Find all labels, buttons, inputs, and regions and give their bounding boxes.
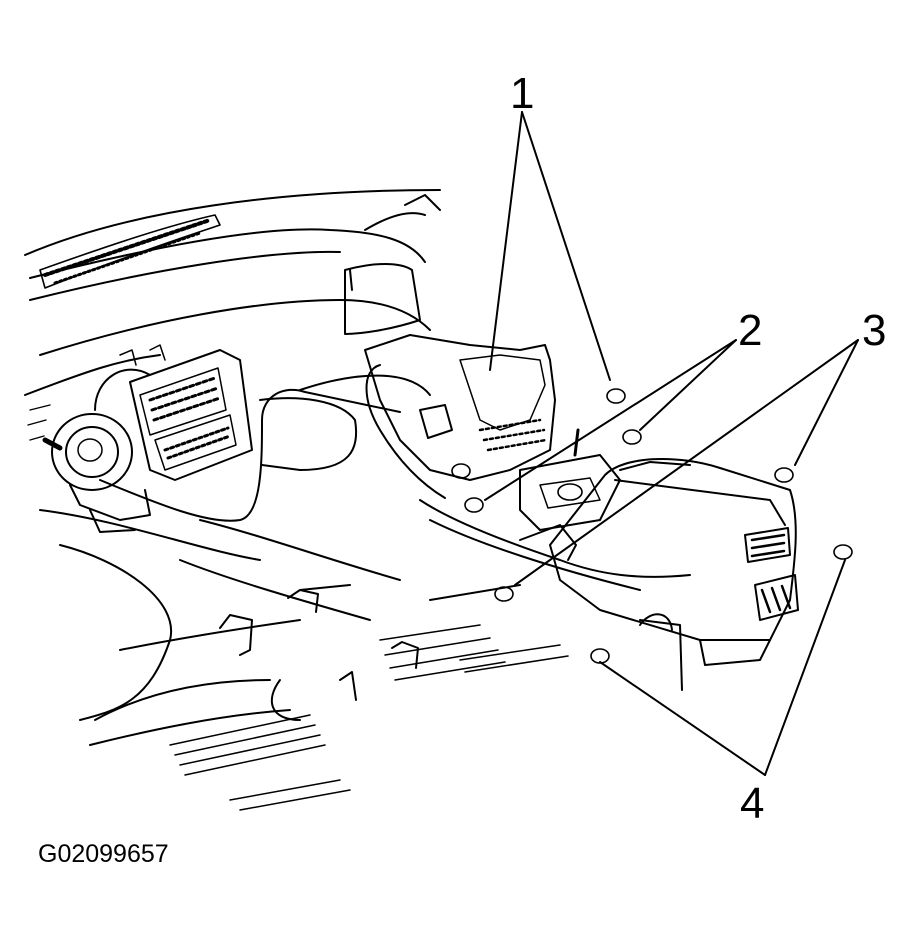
fasteners xyxy=(451,388,853,664)
bolt-2-lower xyxy=(464,497,484,513)
callout-3: 3 xyxy=(862,306,886,355)
figure-id: G02099657 xyxy=(38,840,169,868)
center-console xyxy=(299,334,799,691)
bolt-1-upper xyxy=(606,388,626,404)
callout-1: 1 xyxy=(510,69,534,118)
callout-2: 2 xyxy=(738,306,762,355)
bolt-3-lower xyxy=(494,586,514,602)
bolt-1-lower xyxy=(451,463,471,479)
leader-lines xyxy=(484,111,859,776)
dashboard xyxy=(24,189,441,561)
bolt-4-upper xyxy=(833,544,853,560)
bolt-3-upper xyxy=(774,467,794,483)
bolt-4-lower xyxy=(590,648,610,664)
callout-4: 4 xyxy=(740,779,764,828)
bolt-2-upper xyxy=(622,429,642,445)
floor xyxy=(59,519,577,811)
